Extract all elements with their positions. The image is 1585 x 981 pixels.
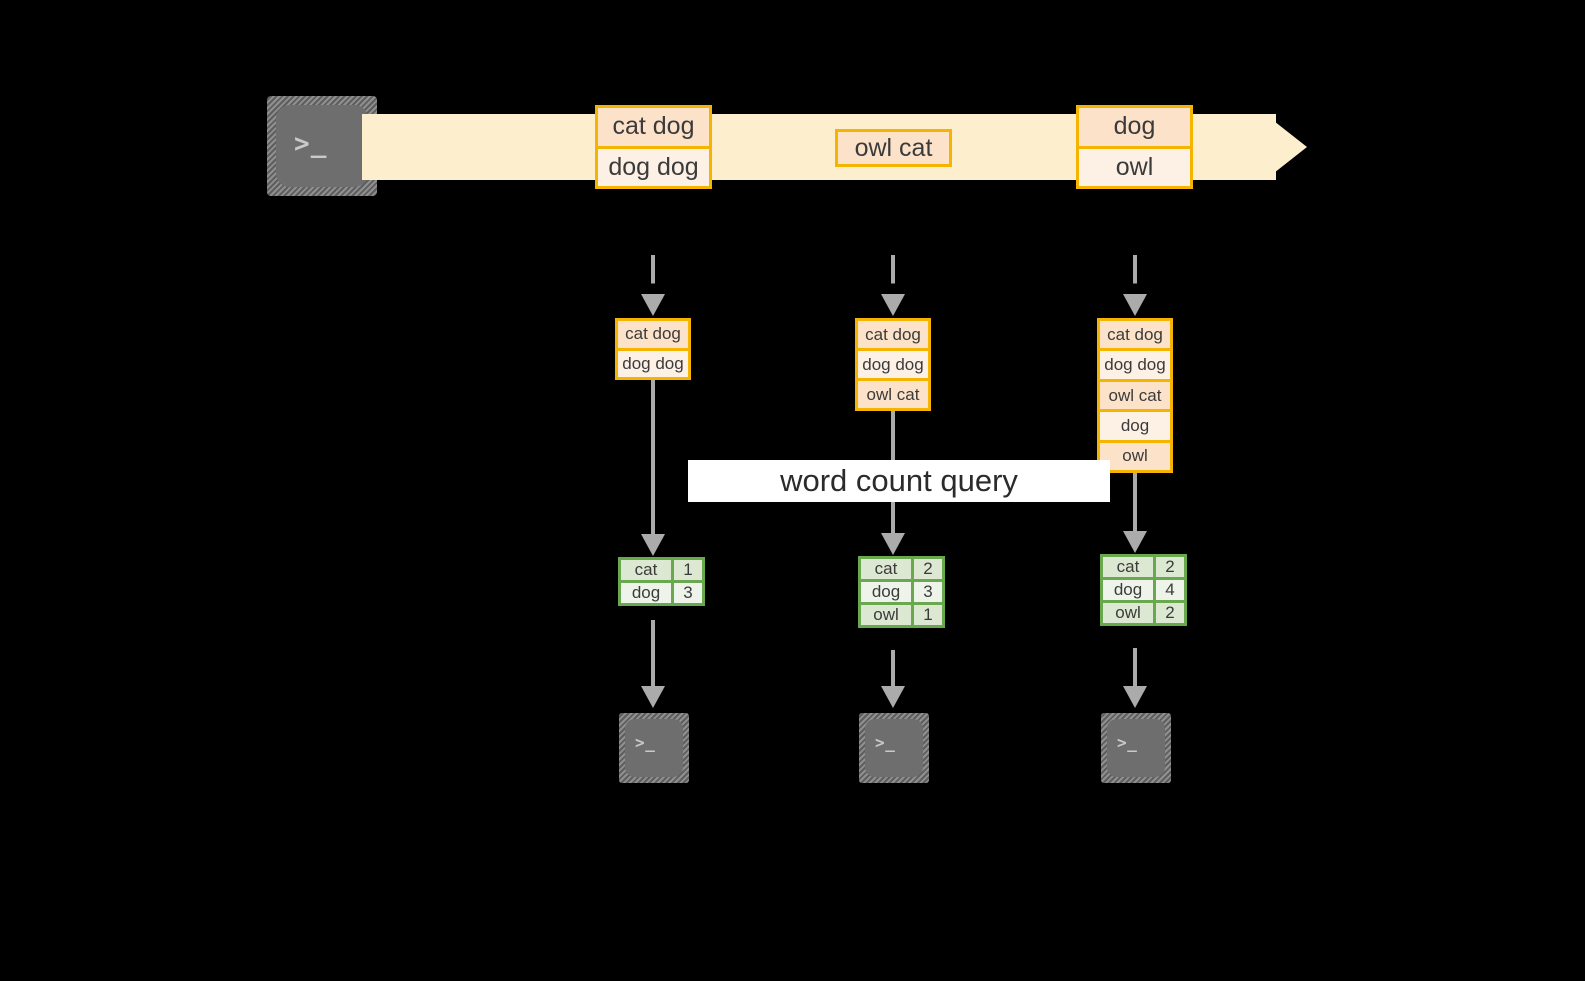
buffer-line: dog dog (1100, 348, 1170, 379)
result-word: cat (1103, 557, 1153, 577)
snapshot-3-query-line (1133, 473, 1137, 537)
snapshot-2-ingest-line (891, 255, 895, 297)
result-count: 4 (1153, 580, 1184, 600)
result-row: owl 2 (1103, 600, 1184, 623)
snapshot-1-output-arrow-icon (641, 686, 665, 708)
snapshot-2-query-arrow-icon (881, 533, 905, 555)
snapshot-3-ingest-line (1133, 255, 1137, 297)
result-word: cat (621, 560, 671, 580)
stream-event-line: owl (1079, 145, 1190, 186)
result-count: 1 (911, 605, 942, 625)
terminal-prompt-glyph: >_ (1117, 733, 1138, 752)
result-count: 2 (1153, 603, 1184, 623)
buffer-line: owl (1100, 439, 1170, 471)
result-count: 2 (1153, 557, 1184, 577)
result-word: dog (861, 582, 911, 602)
result-word: dog (1103, 580, 1153, 600)
snapshot-2-consumer-terminal-icon: >_ (859, 713, 929, 783)
buffer-line: cat dog (858, 321, 928, 348)
snapshot-3-buffer: cat dog dog dog owl cat dog owl (1097, 318, 1173, 473)
terminal-prompt-glyph: >_ (875, 733, 896, 752)
terminal-screen: >_ (276, 105, 368, 187)
producer-terminal-icon: >_ (267, 96, 377, 196)
result-row: cat 1 (621, 560, 702, 580)
result-row: dog 3 (861, 579, 942, 602)
snapshot-1-ingest-line (651, 255, 655, 297)
snapshot-1-query-line (651, 380, 655, 540)
result-count: 3 (671, 583, 702, 603)
terminal-prompt-glyph: >_ (635, 733, 656, 752)
snapshot-2-ingest-arrow-icon (881, 294, 905, 316)
snapshot-3-consumer-terminal-icon: >_ (1101, 713, 1171, 783)
stream-event-line: dog (1079, 108, 1190, 146)
query-label-band: word count query (688, 460, 1110, 502)
snapshot-2-result-table: cat 2 dog 3 owl 1 (858, 556, 945, 628)
snapshot-1-result-table: cat 1 dog 3 (618, 557, 705, 606)
terminal-screen: >_ (1107, 719, 1165, 777)
snapshot-1-query-arrow-icon (641, 534, 665, 556)
terminal-screen: >_ (865, 719, 923, 777)
buffer-line: dog dog (618, 347, 688, 377)
stream-event-group-2: owl cat (835, 129, 952, 167)
stream-event-line: cat dog (598, 108, 709, 146)
buffer-line: dog dog (858, 348, 928, 378)
buffer-line: cat dog (1100, 321, 1170, 349)
snapshot-1-consumer-terminal-icon: >_ (619, 713, 689, 783)
snapshot-1-ingest-arrow-icon (641, 294, 665, 316)
result-count: 3 (911, 582, 942, 602)
result-row: owl 1 (861, 602, 942, 625)
snapshot-3-query-arrow-icon (1123, 531, 1147, 553)
snapshot-2-output-arrow-icon (881, 686, 905, 708)
result-count: 2 (911, 559, 942, 579)
result-row: dog 4 (1103, 577, 1184, 600)
terminal-prompt-glyph: >_ (294, 129, 328, 159)
snapshot-3-output-line (1133, 648, 1137, 690)
result-word: owl (861, 605, 911, 625)
buffer-line: owl cat (858, 378, 928, 408)
buffer-line: owl cat (1100, 378, 1170, 410)
result-word: owl (1103, 603, 1153, 623)
snapshot-3-output-arrow-icon (1123, 686, 1147, 708)
terminal-screen: >_ (625, 719, 683, 777)
buffer-line: dog (1100, 409, 1170, 440)
event-stream-arrow-icon (1265, 114, 1307, 180)
result-word: cat (861, 559, 911, 579)
snapshot-2-buffer: cat dog dog dog owl cat (855, 318, 931, 411)
snapshot-3-ingest-arrow-icon (1123, 294, 1147, 316)
result-row: dog 3 (621, 580, 702, 603)
stream-event-group-1: cat dog dog dog (595, 105, 712, 189)
snapshot-1-buffer: cat dog dog dog (615, 318, 691, 380)
stream-event-line: owl cat (838, 132, 949, 164)
result-row: cat 2 (1103, 557, 1184, 577)
query-label: word count query (780, 463, 1018, 498)
buffer-line: cat dog (618, 321, 688, 348)
result-word: dog (621, 583, 671, 603)
snapshot-1-output-line (651, 620, 655, 690)
result-row: cat 2 (861, 559, 942, 579)
stream-event-line: dog dog (598, 145, 709, 186)
result-count: 1 (671, 560, 702, 580)
snapshot-2-output-line (891, 650, 895, 690)
stream-event-group-3: dog owl (1076, 105, 1193, 189)
snapshot-3-result-table: cat 2 dog 4 owl 2 (1100, 554, 1187, 626)
